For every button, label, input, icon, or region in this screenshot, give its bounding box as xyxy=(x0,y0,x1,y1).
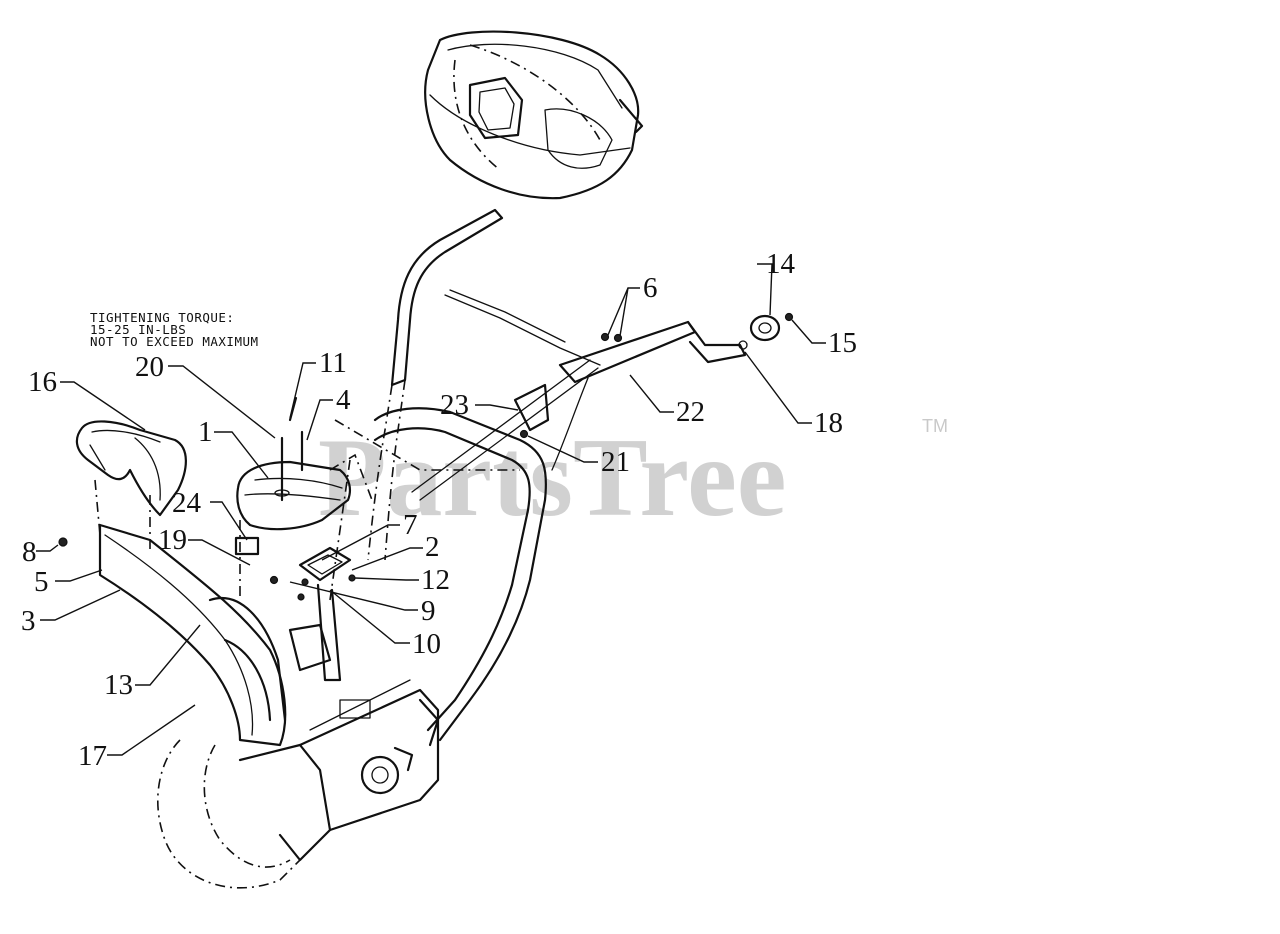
watermark: PartsTree TM xyxy=(318,416,948,540)
watermark-trademark: TM xyxy=(922,416,948,436)
upper-handle-drawing xyxy=(329,208,548,742)
crank-knob-drawing xyxy=(738,312,794,350)
chute-cap-drawing xyxy=(236,430,373,531)
dash-panel-drawing xyxy=(424,30,644,200)
callout-6: 6 xyxy=(643,272,658,304)
callout-4: 4 xyxy=(336,384,351,416)
callout-11: 11 xyxy=(319,347,347,379)
callout-9: 9 xyxy=(421,595,436,627)
lower-handle-drawing xyxy=(334,289,747,501)
callout-15: 15 xyxy=(828,327,857,359)
callout-3: 3 xyxy=(21,605,36,637)
discharge-chute-drawing xyxy=(98,520,287,747)
callout-18: 18 xyxy=(814,407,843,439)
callout-20: 20 xyxy=(135,351,164,383)
leader-lines xyxy=(36,263,826,756)
torque-note-line-1: TIGHTENING TORQUE: xyxy=(90,310,234,325)
callout-5: 5 xyxy=(34,566,49,598)
callout-labels: 1 2 3 4 5 6 7 8 9 10 11 12 13 14 15 16 1… xyxy=(21,248,857,772)
chute-bracket-drawing xyxy=(58,536,352,682)
callout-13: 13 xyxy=(104,669,133,701)
callout-1: 1 xyxy=(198,416,213,448)
callout-12: 12 xyxy=(421,564,450,596)
callout-17: 17 xyxy=(78,740,107,772)
torque-note-line-3: NOT TO EXCEED MAXIMUM xyxy=(90,334,259,349)
callout-23: 23 xyxy=(440,389,469,421)
callout-16: 16 xyxy=(28,366,57,398)
watermark-text: PartsTree xyxy=(318,416,787,540)
callout-14: 14 xyxy=(766,248,796,280)
callout-10: 10 xyxy=(412,628,441,660)
callout-21: 21 xyxy=(601,446,630,478)
callout-22: 22 xyxy=(676,396,705,428)
auger-housing-drawing xyxy=(157,679,440,889)
torque-note: TIGHTENING TORQUE: 15-25 IN-LBS NOT TO E… xyxy=(90,310,259,349)
callout-8: 8 xyxy=(22,536,37,568)
callout-2: 2 xyxy=(425,531,440,563)
callout-7: 7 xyxy=(403,509,418,541)
torque-note-line-2: 15-25 IN-LBS xyxy=(90,322,186,337)
callout-19: 19 xyxy=(158,524,187,556)
callout-24: 24 xyxy=(172,487,202,519)
